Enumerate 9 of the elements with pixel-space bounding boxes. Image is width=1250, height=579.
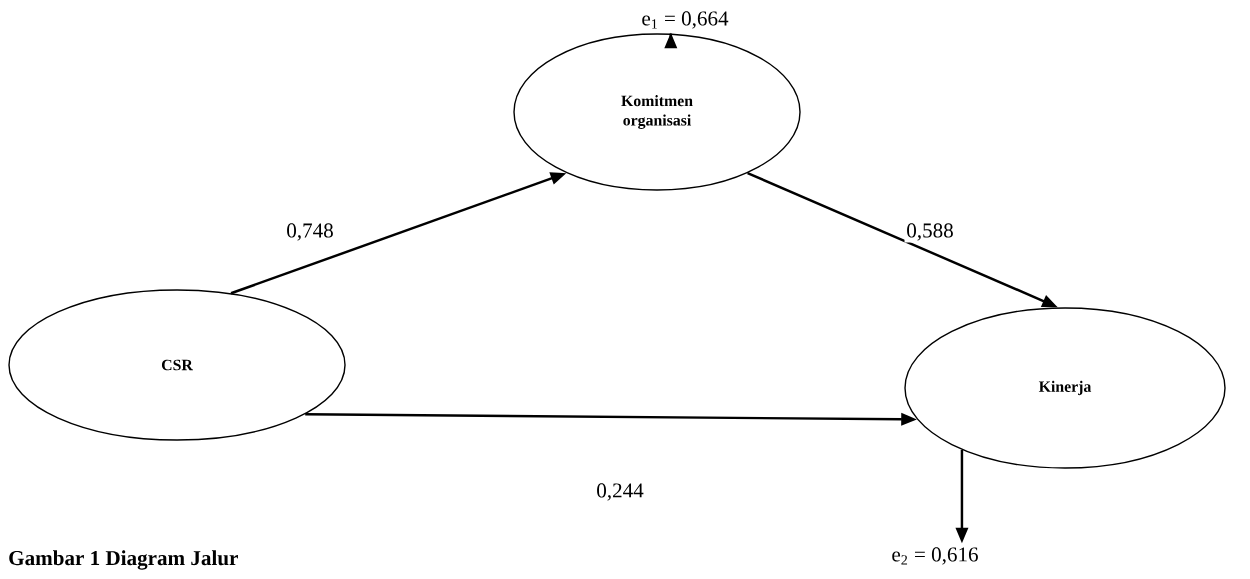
error-term: e$_{1}$ = 0,664 (642, 11, 729, 29)
ellipse-node: Kinerja (904, 307, 1226, 469)
error-term: e$_{2}$ = 0,616 (892, 547, 978, 565)
edge-label: 0,588 (904, 221, 956, 243)
edge-label: 0,748 (284, 221, 336, 243)
ellipse-node: Komitmen organisasi (513, 33, 801, 191)
caption: Gambar 1 Diagram Jalur (9, 550, 238, 570)
ellipse-node: CSR (8, 289, 346, 441)
edge-label: 0,244 (594, 481, 646, 503)
